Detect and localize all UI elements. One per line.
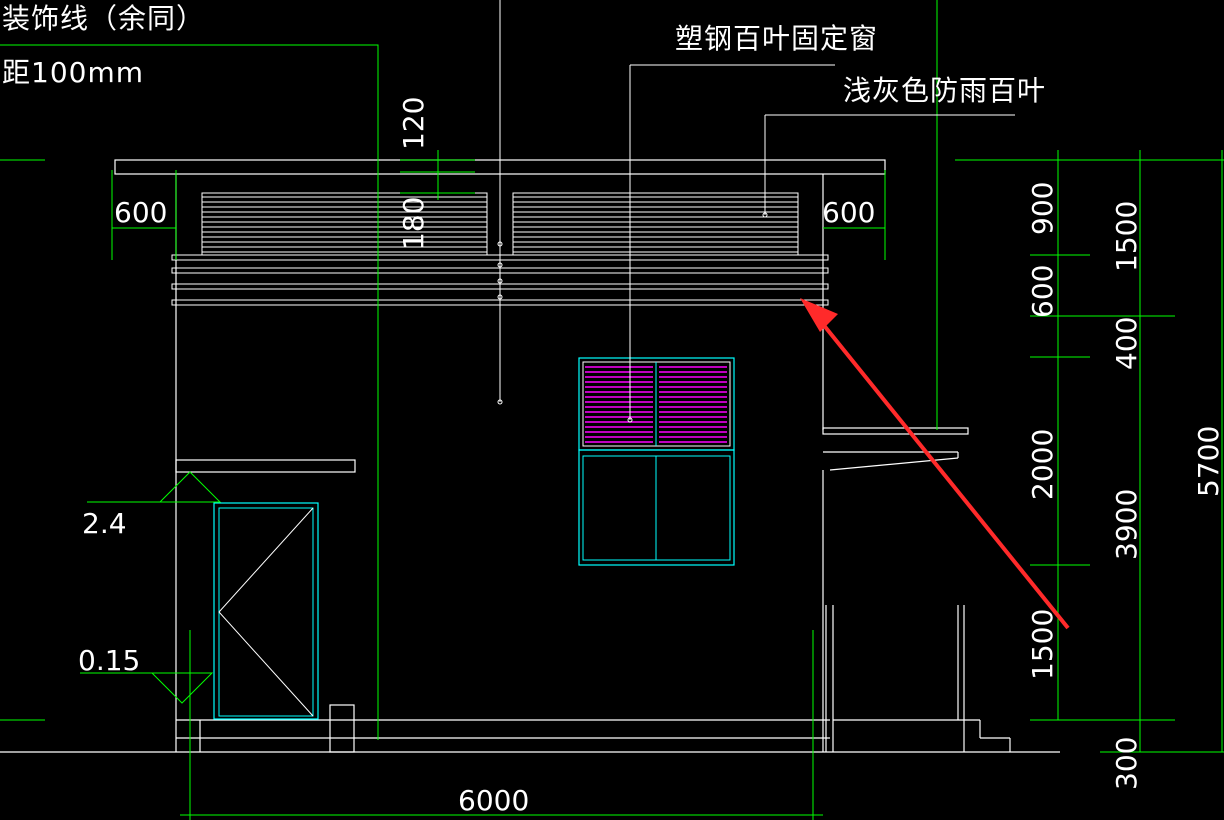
dim-180: 180 [397,197,430,250]
door [213,502,319,720]
louver-note: 浅灰色防雨百叶 [843,74,1046,107]
top-louvers [201,115,799,256]
dim-600-right: 600 [822,196,875,229]
decor-line-note: 装饰线（余同） [2,2,205,35]
spacing-note: 距100mm [2,56,144,89]
window-note: 塑钢百叶固定窗 [675,22,878,55]
dim-6000: 6000 [458,784,529,817]
dim-3900: 3900 [1110,489,1143,560]
door-canopy [175,459,356,473]
window-assembly [578,64,835,566]
dim-120: 120 [397,97,430,150]
dim-2000: 2000 [1026,429,1059,500]
level-0-15: 0.15 [78,644,140,677]
dim-1500-upper: 1500 [1110,201,1143,272]
red-arrow-indicator [800,298,1070,630]
dim-1500-lower: 1500 [1026,609,1059,680]
dim-600-col: 600 [1026,265,1059,318]
dim-300: 300 [1110,737,1143,790]
dim-900: 900 [1026,182,1059,235]
dim-5700: 5700 [1192,426,1224,497]
dim-400: 400 [1110,317,1143,370]
canopy [822,427,969,435]
leader-line [497,0,503,405]
building-outline [0,159,1060,753]
level-2-4: 2.4 [82,507,127,540]
dim-600-left: 600 [114,196,167,229]
